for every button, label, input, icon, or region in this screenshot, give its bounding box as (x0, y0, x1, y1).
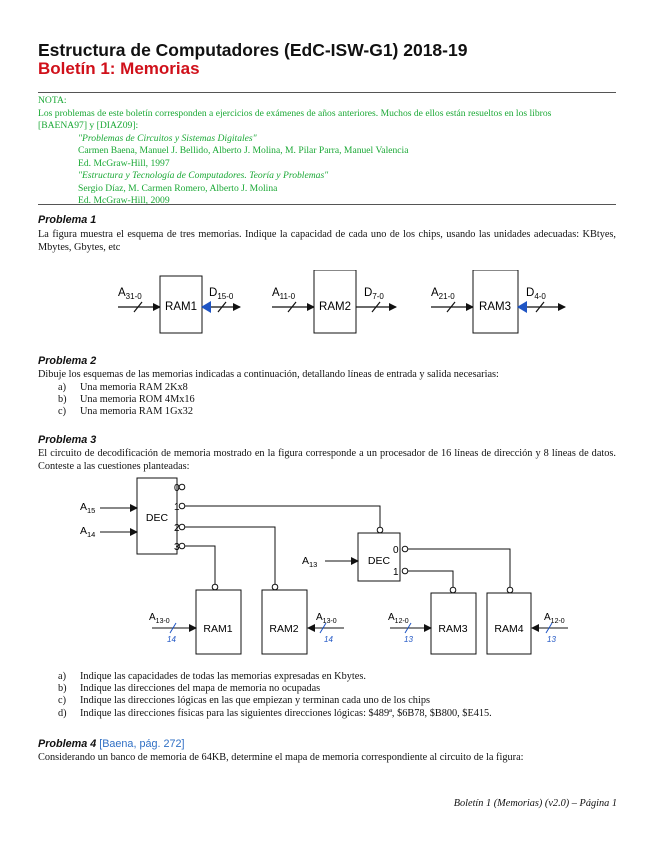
note-label: NOTA: (38, 95, 67, 106)
svg-text:A21-0: A21-0 (431, 287, 455, 301)
problem-2-list: a)Una memoria RAM 2Kx8 b)Una memoria ROM… (58, 382, 195, 419)
bus3-label: A (388, 612, 395, 623)
dec1-out0: 0 (174, 483, 180, 494)
list-item: b)Indique las direcciones del mapa de me… (58, 683, 321, 695)
bus4-hand: 13 (547, 635, 556, 644)
ram2-address-label: A (272, 287, 280, 299)
ram1-data-label: D (209, 287, 217, 299)
decoder-1 (136, 477, 178, 555)
svg-text:A13-0: A13-0 (149, 612, 170, 625)
book1-publisher: Ed. McGraw-Hill, 1997 (78, 157, 170, 169)
p3-ram1-label: RAM1 (203, 623, 232, 635)
dec2-out0: 0 (393, 545, 399, 556)
book2-publisher: Ed. McGraw-Hill, 2009 (78, 195, 170, 206)
ram2-label: RAM2 (319, 301, 351, 313)
svg-text:A14: A14 (80, 525, 95, 539)
ram3-data-label: D (526, 287, 534, 299)
problem-3-figure: DEC A15 A14 0 1 2 3 DEC A13 0 1 RAM1 RAM… (80, 477, 568, 655)
svg-text:A13-0: A13-0 (316, 612, 337, 625)
a15-label: A (80, 501, 87, 513)
problem-3-text: El circuito de decodificación de memoria… (38, 448, 616, 472)
ram1-address-sub: 31-0 (126, 292, 143, 301)
svg-text:A11-0: A11-0 (272, 287, 296, 301)
svg-text:D15-0: D15-0 (209, 287, 234, 301)
decoder-1-label: DEC (146, 512, 169, 524)
ram2-address-sub: 11-0 (280, 292, 296, 301)
list-item: d)Indique las direcciones físicas para l… (58, 707, 492, 719)
problem-3-heading: Problema 3 (38, 434, 97, 446)
problem-4-text: Considerando un banco de memoria de 64KB… (38, 752, 524, 763)
dec1-out3: 3 (174, 542, 180, 553)
bus3-hand: 13 (404, 635, 413, 644)
dec2-out1: 1 (393, 567, 399, 578)
problem-2-heading: Problema 2 (38, 355, 97, 367)
svg-text:D4-0: D4-0 (526, 287, 546, 301)
note-line-1: Los problemas de este boletín correspond… (38, 107, 552, 119)
problem-1-figure: A31-0 RAM1 D15-0 A11-0 RAM2 D7-0 A21-0 R… (118, 270, 566, 334)
list-item: a)Una memoria RAM 2Kx8 (58, 382, 188, 393)
ram2-data-sub: 7-0 (372, 292, 384, 301)
decoder-2 (357, 532, 401, 582)
dec1-out2: 2 (174, 523, 180, 534)
page-footer: Boletín 1 (Memorias) (v2.0) – Página 1 (453, 798, 617, 809)
ram1-data-sub: 15-0 (217, 292, 234, 301)
problem-3-list: a)Indique las capacidades de todas las m… (58, 671, 492, 720)
p3-ram4-label: RAM4 (494, 623, 523, 635)
book2-title: "Estructura y Tecnología de Computadores… (78, 170, 329, 181)
ram1-label: RAM1 (165, 301, 197, 313)
book1-authors: Carmen Baena, Manuel J. Bellido, Alberto… (78, 145, 409, 156)
svg-text:A12-0: A12-0 (388, 612, 409, 625)
ram3-label: RAM3 (479, 301, 511, 313)
divider-note (38, 204, 616, 205)
bus2-label: A (316, 612, 323, 623)
ram1-chip: A31-0 RAM1 D15-0 (118, 275, 241, 334)
list-item: a)Indique las capacidades de todas las m… (58, 671, 366, 682)
p3-ram3-label: RAM3 (438, 623, 467, 635)
svg-text:A13: A13 (302, 555, 317, 569)
problem-4-heading: Problema 4 [Baena, pág. 272] (38, 738, 185, 750)
svg-text:A15: A15 (80, 501, 95, 515)
book1-title: "Problemas de Circuitos y Sistemas Digit… (78, 132, 257, 144)
bus4-label: A (544, 612, 551, 623)
document-subtitle: Boletín 1: Memorias (38, 59, 200, 78)
dec1-out1: 1 (174, 502, 180, 513)
problem-2-text: Dibuje los esquemas de las memorias indi… (38, 369, 499, 380)
ram3-data-sub: 4-0 (534, 292, 546, 301)
ram3-address-label: A (431, 287, 439, 299)
a13-label: A (302, 555, 309, 567)
problem-4-reference: [Baena, pág. 272] (99, 738, 185, 750)
ram2-chip: A11-0 RAM2 D7-0 (272, 270, 397, 334)
p3-ram2-label: RAM2 (269, 623, 298, 635)
svg-text:A12-0: A12-0 (544, 612, 565, 625)
divider-top (38, 92, 616, 93)
list-item: c)Indique las direcciones lógicas en las… (58, 695, 430, 707)
problem-1-heading: Problema 1 (38, 214, 97, 226)
decoder-2-label: DEC (368, 555, 391, 567)
bus2-hand: 14 (324, 635, 333, 644)
svg-text:D7-0: D7-0 (364, 287, 384, 301)
a14-label: A (80, 525, 87, 537)
problem-1-text: La figura muestra el esquema de tres mem… (38, 229, 616, 253)
bus1-label: A (149, 612, 156, 623)
bus1-hand: 14 (167, 635, 176, 644)
ram2-data-label: D (364, 287, 372, 299)
ram3-chip: A21-0 RAM3 D4-0 (431, 270, 566, 334)
svg-text:A31-0: A31-0 (118, 287, 142, 301)
list-item: b)Una memoria ROM 4Mx16 (58, 394, 195, 406)
note-block: NOTA: Los problemas de este boletín corr… (38, 95, 618, 208)
note-line-2: [BAENA97] y [DIAZ09]: (38, 120, 139, 131)
list-item: c)Una memoria RAM 1Gx32 (58, 406, 193, 418)
document-title: Estructura de Computadores (EdC-ISW-G1) … (38, 40, 468, 60)
book2-authors: Sergio Díaz, M. Carmen Romero, Alberto J… (78, 182, 278, 194)
ram1-address-label: A (118, 287, 126, 299)
ram3-address-sub: 21-0 (439, 292, 456, 301)
